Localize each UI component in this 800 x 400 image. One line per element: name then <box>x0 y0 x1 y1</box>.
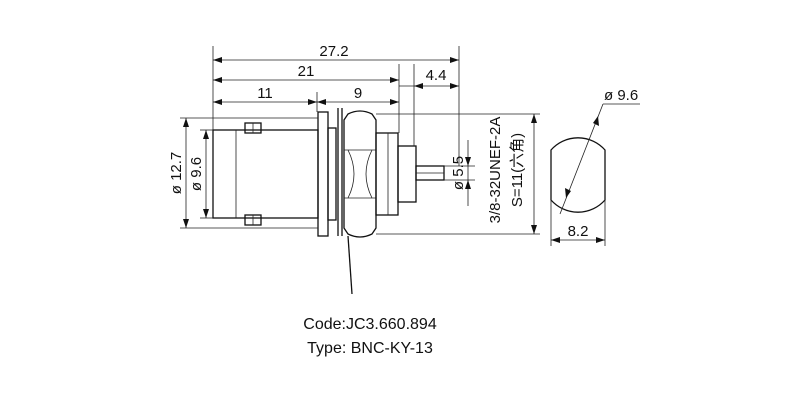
dim-dia-5-5: ø 5.5 <box>450 156 467 190</box>
dim-thread: 3/8-32UNEF-2A <box>487 117 504 224</box>
dim-length-9: 9 <box>354 85 362 102</box>
extension-lines <box>180 46 540 235</box>
solder-lug <box>347 235 353 295</box>
hex-nut <box>343 110 377 238</box>
dim-hex: S=11(六角) <box>509 133 526 207</box>
dim-flat-8-2: 8.2 <box>568 223 589 240</box>
dim-dia-9-6-cut: ø 9.6 <box>604 87 638 104</box>
threaded-body <box>375 132 399 216</box>
bnc-sleeve <box>212 129 319 219</box>
dim-dia-12-7: ø 12.7 <box>168 152 185 195</box>
flat-sided-profile <box>550 137 606 213</box>
code-label: Code:JC3.660.894 <box>303 316 437 333</box>
cross-section-view <box>550 103 640 246</box>
dim-length-4-4: 4.4 <box>426 67 447 84</box>
connector-side-view <box>212 108 445 295</box>
dim-dia-9-6-body: ø 9.6 <box>188 157 205 191</box>
horizontal-dimensions <box>213 57 459 105</box>
dim-overall-length: 27.2 <box>319 43 348 60</box>
dim-length-11: 11 <box>257 85 273 102</box>
dim-length-21: 21 <box>298 63 315 80</box>
type-label: Type: BNC-KY-13 <box>307 340 433 357</box>
flange <box>317 111 329 237</box>
vertical-dimensions <box>183 114 537 234</box>
